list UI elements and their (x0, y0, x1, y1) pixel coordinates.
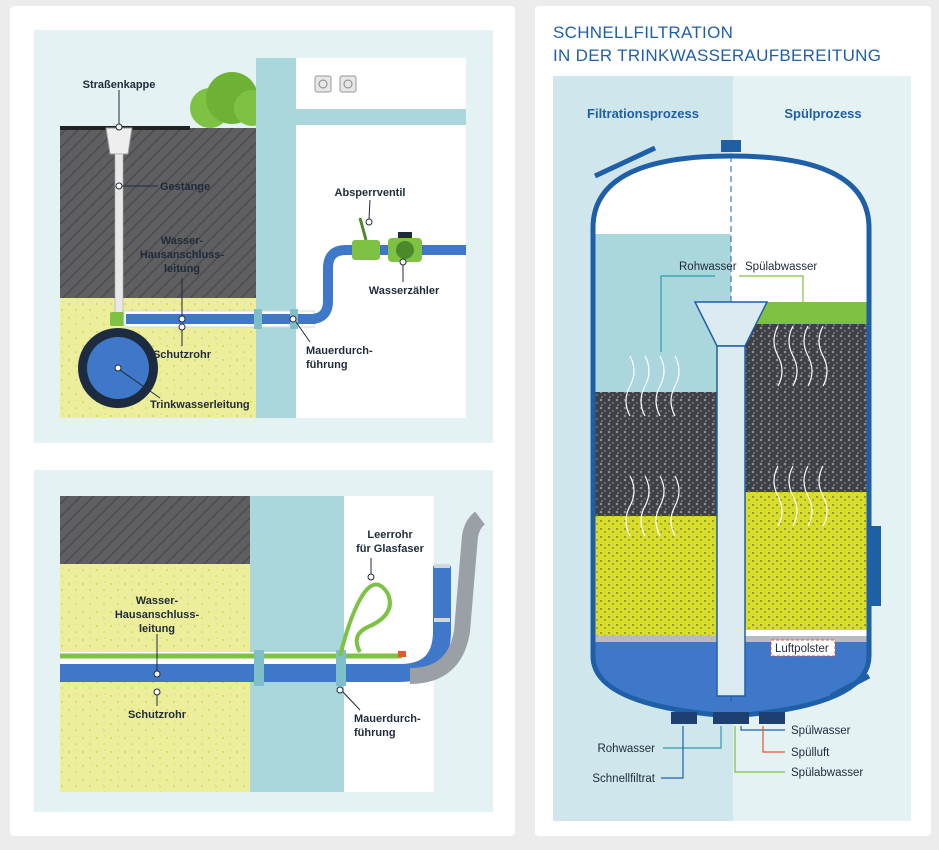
socket-icon (339, 75, 357, 93)
connection-pipe (126, 314, 316, 324)
rohwasser-arrow (660, 275, 715, 352)
label-wasserzaehler: Wasserzähler (369, 285, 440, 297)
label-spuelwasser: Spülwasser (791, 725, 851, 737)
gravel-layer-right (731, 324, 869, 492)
rinse-water-top (731, 302, 869, 324)
fiber-loop (338, 582, 392, 657)
label-mauerdurchfuehrung-2: führung (306, 359, 348, 371)
filtration-diagram: SCHNELLFILTRATION IN DER TRINKWASSERAUFB… (553, 23, 911, 821)
connection-pipe (60, 664, 400, 682)
bush-illustration (190, 72, 270, 128)
label-rohwasser-top: Rohwasser (679, 261, 737, 273)
label-hausanschluss-1: Wasser- (161, 235, 204, 247)
gravel-layer-left (593, 392, 731, 516)
header-spuelprozess: Spülprozess (784, 106, 861, 121)
bottom-diagram: Leerrohr für Glasfaser Wasser- Hausansch… (34, 470, 493, 812)
tapping-saddle (110, 312, 126, 326)
luftpolster-box (770, 639, 836, 657)
fiber-riser (409, 511, 486, 684)
spuelabwasser-arrow (739, 275, 804, 302)
label-schutzrohr: Schutzrohr (153, 349, 212, 361)
label-hausanschluss-3: leitung (164, 263, 200, 275)
label-hausanschluss-3: leitung (139, 623, 175, 635)
diagram-title-2: IN DER TRINKWASSERAUFBEREITUNG (553, 46, 881, 65)
sand-layer-right (731, 492, 869, 630)
label-mauerdurchfuehrung-2: führung (354, 727, 396, 739)
nozzle-filtrate (713, 712, 749, 724)
label-mauerdurchfuehrung-1: Mauerdurch- (354, 713, 421, 725)
label-hausanschluss-2: Hausanschluss- (115, 609, 200, 621)
nozzle-raw (671, 712, 697, 724)
label-mauerdurchfuehrung-1: Mauerdurch- (306, 345, 373, 357)
label-schutzrohr: Schutzrohr (128, 709, 187, 721)
house-wall (250, 496, 344, 792)
right-card: SCHNELLFILTRATION IN DER TRINKWASSERAUFB… (535, 6, 931, 836)
label-absperrventil: Absperrventil (335, 187, 406, 199)
diagram-title-1: SCHNELLFILTRATION (553, 23, 733, 42)
left-card: Straßenkappe Gestänge Wasser- Hausanschl… (10, 6, 515, 836)
cellar-room (344, 496, 434, 792)
label-leerrohr-2: für Glasfaser (356, 543, 425, 555)
top-diagram: Straßenkappe Gestänge Wasser- Hausanschl… (34, 30, 493, 443)
label-trinkwasserleitung: Trinkwasserleitung (150, 399, 250, 411)
label-spuelabwasser-top: Spülabwasser (745, 261, 817, 273)
label-hausanschluss-1: Wasser- (136, 595, 179, 607)
socket-icon (314, 75, 332, 93)
cellar-ceiling (296, 109, 466, 125)
label-gestaenge: Gestänge (160, 181, 210, 193)
riser-pipe (399, 566, 451, 682)
street-cap (105, 127, 133, 155)
nozzle-rinse (759, 712, 785, 724)
label-rohwasser-bottom: Rohwasser (597, 743, 655, 755)
label-schnellfiltrat: Schnellfiltrat (592, 773, 655, 785)
house-wall (256, 58, 296, 418)
house-connection-diagrams: Straßenkappe Gestänge Wasser- Hausanschl… (34, 30, 493, 812)
soil-layer (60, 496, 250, 564)
riser-pipe (309, 245, 466, 324)
vessel-wall (590, 153, 872, 719)
rod (114, 153, 124, 315)
header-filtrationsprozess: Filtrationsprozess (587, 106, 699, 121)
label-leerrohr-1: Leerrohr (367, 529, 413, 541)
label-spuelluft: Spülluft (791, 747, 830, 759)
label-spuelabwasser-bottom: Spülabwasser (791, 767, 863, 779)
label-luftpolster: Luftpolster (775, 643, 829, 655)
side-hatch (871, 526, 881, 606)
central-tube (716, 345, 746, 697)
flow-lines (625, 325, 828, 537)
sand-layer-left (593, 516, 731, 641)
shutoff-valve (352, 240, 380, 260)
label-strassenkappe: Straßenkappe (83, 79, 156, 91)
bottom-connections (661, 726, 785, 779)
soil-layer (60, 128, 260, 298)
label-hausanschluss-2: Hausanschluss- (140, 249, 225, 261)
